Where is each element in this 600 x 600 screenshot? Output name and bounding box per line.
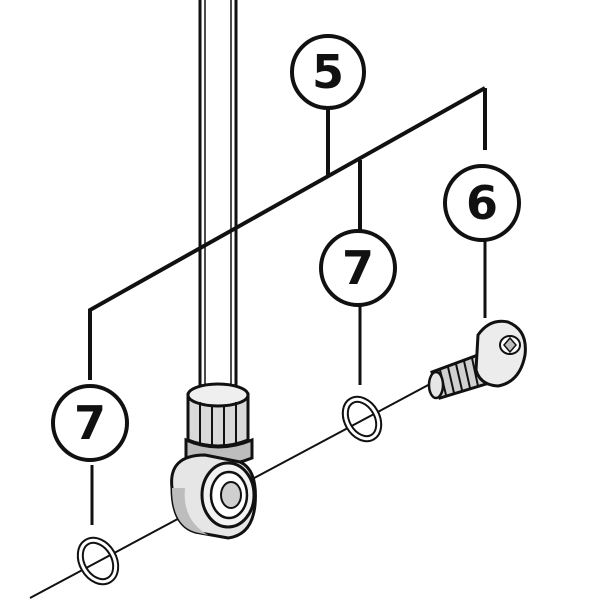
- leader-lines: [88, 86, 487, 380]
- callout-6: 6: [443, 164, 521, 242]
- banjo-fitting: [170, 453, 257, 540]
- banjo-bolt: [427, 319, 527, 400]
- callout-7-middle-label: 7: [342, 241, 374, 295]
- brake-hose: [198, 0, 238, 390]
- callout-7-lower-label: 7: [74, 396, 106, 450]
- o-ring-washer-lower: [76, 536, 120, 586]
- o-ring-washer-middle: [341, 395, 383, 443]
- part-leaders: [90, 240, 487, 525]
- hose-ferrule: [184, 382, 254, 467]
- callout-7-middle: 7: [319, 229, 397, 307]
- callout-5-label: 5: [312, 45, 344, 99]
- callout-6-label: 6: [466, 176, 498, 230]
- callout-5: 5: [290, 34, 366, 110]
- callout-7-lower: 7: [51, 384, 129, 462]
